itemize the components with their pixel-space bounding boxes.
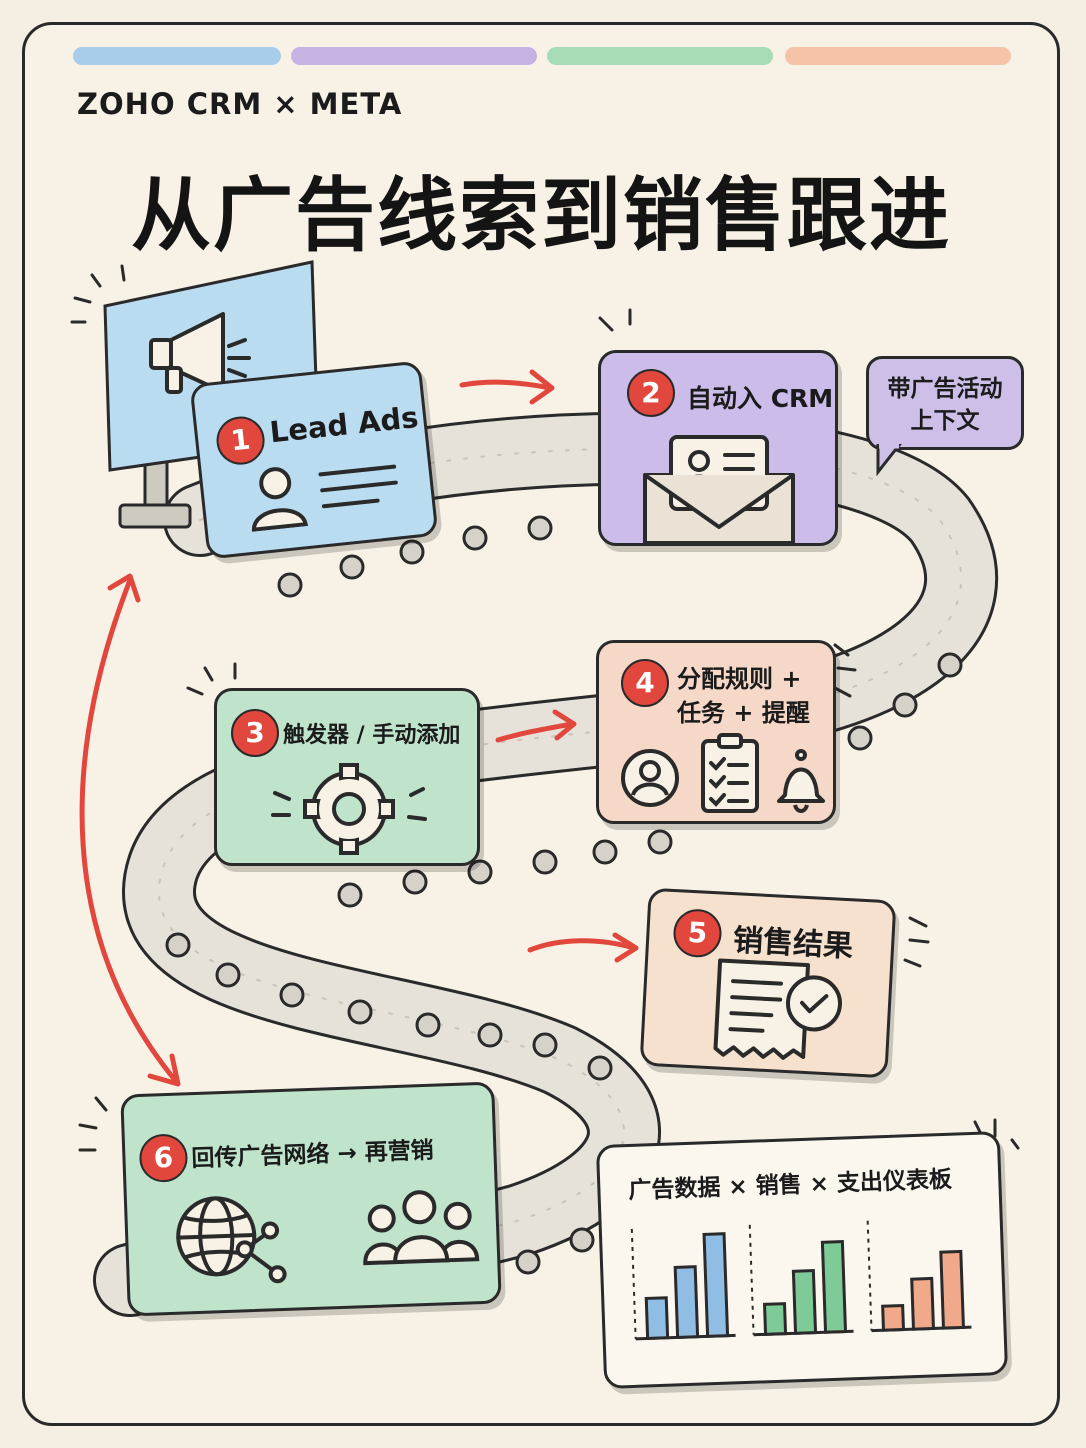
step-1-card[interactable]: 1 Lead Ads (189, 360, 439, 560)
page-title: 从广告线索到销售跟进 (131, 169, 951, 262)
receipt-check-icon (713, 958, 842, 1060)
stripe-blue (73, 47, 281, 65)
step-3-label: 触发器 / 手动添加 (283, 723, 461, 748)
stripe-green (547, 47, 773, 65)
envelope-contact-icon (643, 435, 795, 545)
stripe-purple (291, 47, 537, 65)
step-3-card[interactable]: 3 触发器 / 手动添加 (214, 688, 480, 866)
callout-line-2: 上下文 (910, 408, 980, 434)
step-6-label: 回传广告网络 → 再营销 (191, 1137, 435, 1173)
step-2-label: 自动入 CRM (687, 384, 834, 413)
step-5-card[interactable]: 5 销售结果 (639, 887, 897, 1079)
step-4-label-line-1: 分配规则 + (677, 665, 802, 693)
user-circle-icon (621, 749, 679, 807)
step-2-number: 2 (627, 369, 675, 417)
brand-label: ZOHO CRM × META (77, 87, 403, 121)
bell-icon (777, 749, 825, 813)
bar-chart-icon (630, 1220, 972, 1341)
clipboard-checklist-icon (701, 733, 759, 813)
megaphone-icon (149, 312, 251, 394)
step-6-card[interactable]: 6 回传广告网络 → 再营销 (120, 1081, 502, 1317)
dashboard-card[interactable]: 广告数据 × 销售 × 支出仪表板 (595, 1131, 1009, 1389)
step-4-card[interactable]: 4 分配规则 + 任务 + 提醒 (596, 640, 836, 824)
callout-tail (876, 444, 902, 476)
step-5-number: 5 (672, 908, 723, 959)
stripe-orange (785, 47, 1011, 65)
step-4-label-line-2: 任务 + 提醒 (677, 699, 810, 727)
step-3-number: 3 (231, 709, 279, 757)
step-4-number: 4 (621, 659, 669, 707)
step-2-card[interactable]: 2 自动入 CRM (598, 350, 838, 546)
step-1-label: Lead Ads (268, 399, 420, 450)
dashboard-title: 广告数据 × 销售 × 支出仪表板 (628, 1166, 953, 1205)
step-6-number: 6 (138, 1133, 189, 1183)
gear-icon (271, 763, 427, 855)
context-callout: 带广告活动 上下文 (866, 356, 1024, 450)
step-1-number: 1 (214, 414, 267, 467)
globe-network-icon (176, 1196, 287, 1284)
user-icon (251, 467, 309, 532)
group-icon (363, 1190, 480, 1266)
callout-line-1: 带广告活动 (887, 376, 1003, 402)
text-lines-icon (318, 464, 398, 509)
